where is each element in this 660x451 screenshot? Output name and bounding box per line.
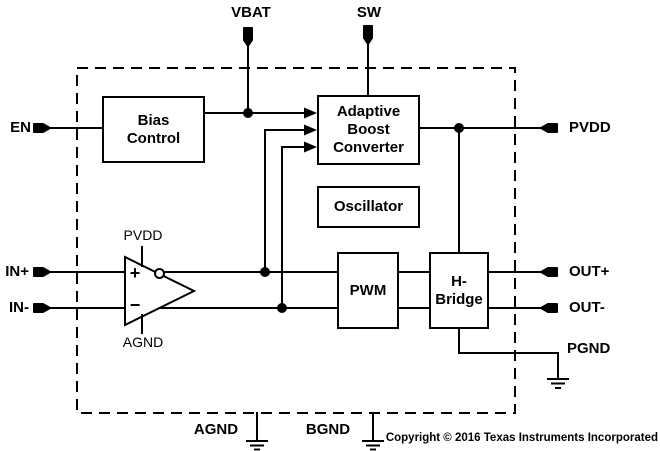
block-boost-line2: Boost [347, 121, 390, 138]
opamp-noninverting-sign: + [129, 263, 141, 283]
block-bias-control-line2: Control [126, 129, 181, 147]
block-pwm: PWM [337, 252, 399, 329]
pin-symbol-inplus-icon [33, 267, 51, 277]
opamp-output-bubble-icon [154, 268, 165, 279]
pin-label-in-plus: IN+ [5, 263, 29, 280]
pin-symbol-outminus-icon [540, 303, 558, 313]
pin-label-out-plus: OUT+ [569, 263, 610, 280]
block-oscillator: Oscillator [317, 186, 420, 228]
pin-symbol-pvdd-icon [540, 123, 558, 133]
block-oscillator-label: Oscillator [333, 198, 404, 215]
pin-label-pvdd: PVDD [569, 119, 611, 136]
copyright-notice: Copyright © 2016 Texas Instruments Incor… [385, 432, 658, 444]
arrowhead-bias-icon [304, 107, 317, 119]
junction-dot-vbat [243, 108, 253, 118]
pin-label-bgnd: BGND [305, 421, 351, 438]
opamp-inverting-sign: − [129, 295, 141, 315]
pin-label-out-minus: OUT- [569, 299, 605, 316]
block-bias-control-line1: Bias [137, 111, 170, 129]
arrowhead-feedback-bottom-icon [304, 141, 317, 153]
block-h-bridge-line1: H- [451, 272, 467, 290]
wire-hbridge-to-pgnd [458, 328, 559, 379]
pin-label-agnd: AGND [193, 421, 239, 438]
ground-symbol-agnd [246, 412, 268, 451]
junction-dot-inminus [277, 303, 287, 313]
block-h-bridge: H- Bridge [429, 252, 489, 329]
block-boost-line1: Adaptive [336, 103, 401, 120]
wire-feedback-mid [264, 129, 305, 272]
ground-symbol-pgnd [547, 378, 569, 389]
block-pwm-label: PWM [349, 281, 387, 299]
junction-dot-inplus [260, 267, 270, 277]
block-h-bridge-line2: Bridge [435, 290, 483, 308]
opamp-supply-label: PVDD [123, 227, 163, 243]
block-bias-control: Bias Control [102, 96, 205, 163]
pin-symbol-en-icon [33, 123, 51, 133]
chip-boundary-dashed [76, 67, 516, 414]
pin-symbol-sw-icon [363, 25, 373, 45]
pin-label-vbat: VBAT [231, 4, 271, 21]
wire-feedback-bottom [281, 146, 305, 308]
pin-symbol-inminus-icon [33, 303, 51, 313]
opamp-ground-label: AGND [122, 334, 164, 350]
block-adaptive-boost-converter: Adaptive Boost Converter [317, 95, 420, 165]
pin-symbol-outplus-icon [540, 267, 558, 277]
block-boost-line3: Converter [333, 139, 404, 156]
pin-label-pgnd: PGND [567, 340, 611, 357]
pin-label-sw: SW [356, 4, 382, 21]
pin-symbol-vbat-icon [243, 27, 253, 47]
ground-symbol-bgnd [362, 412, 384, 451]
pin-label-en: EN [10, 119, 31, 136]
arrowhead-feedback-mid-icon [304, 124, 317, 136]
junction-dot-pvdd [454, 123, 464, 133]
pin-label-in-minus: IN- [9, 299, 29, 316]
